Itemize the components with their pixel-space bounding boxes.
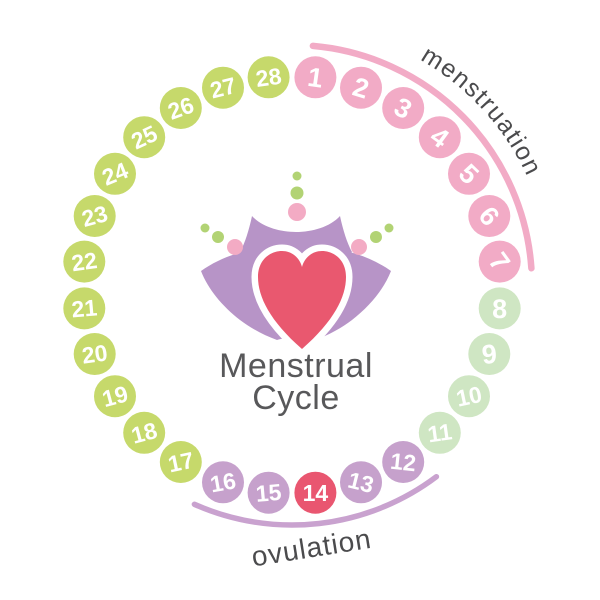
day-circle-12 bbox=[382, 441, 425, 483]
decor-dot-top-pink bbox=[288, 203, 306, 221]
day-25: 25 bbox=[123, 116, 166, 159]
day-12: 12 bbox=[382, 441, 425, 483]
day-5: 5 bbox=[448, 152, 490, 195]
day-number-11: 11 bbox=[426, 418, 454, 447]
day-number-9: 9 bbox=[481, 339, 499, 370]
day-circle-27 bbox=[202, 66, 244, 109]
day-circle-28 bbox=[247, 56, 290, 99]
day-22: 22 bbox=[63, 240, 106, 283]
day-circle-15 bbox=[247, 471, 290, 514]
day-10: 10 bbox=[448, 375, 490, 418]
day-circle-21 bbox=[63, 287, 106, 330]
day-circle-17 bbox=[159, 441, 202, 483]
day-circle-5 bbox=[448, 152, 490, 195]
day-circle-26 bbox=[159, 87, 202, 129]
day-circle-11 bbox=[418, 411, 461, 454]
day-14: 14 bbox=[294, 471, 337, 514]
day-circle-14 bbox=[294, 471, 337, 514]
day-8: 8 bbox=[478, 287, 521, 330]
day-circle-8 bbox=[478, 287, 521, 330]
day-7: 7 bbox=[478, 240, 521, 283]
page-title-line2: Cycle bbox=[252, 379, 340, 417]
day-23: 23 bbox=[73, 195, 116, 237]
ovulation-arc bbox=[191, 473, 440, 528]
day-circle-24 bbox=[94, 152, 136, 195]
decor-dot-left-pink bbox=[227, 239, 243, 255]
day-18: 18 bbox=[123, 411, 166, 454]
day-number-1: 1 bbox=[306, 62, 325, 94]
day-1: 1 bbox=[294, 56, 337, 99]
day-circle-25 bbox=[123, 116, 166, 159]
day-number-20: 20 bbox=[80, 339, 109, 368]
day-number-16: 16 bbox=[208, 467, 238, 497]
day-number-8: 8 bbox=[492, 294, 507, 324]
day-circle-19 bbox=[94, 375, 136, 418]
day-circle-2 bbox=[340, 66, 382, 109]
day-circle-20 bbox=[73, 333, 116, 375]
day-number-13: 13 bbox=[345, 467, 376, 498]
day-circle-16 bbox=[202, 461, 244, 504]
day-20: 20 bbox=[73, 333, 116, 375]
ovulation-label: ovulation bbox=[249, 523, 373, 573]
day-circle-4 bbox=[418, 116, 461, 159]
day-number-15: 15 bbox=[255, 479, 283, 507]
day-13: 13 bbox=[340, 461, 382, 504]
decor-dot-top-mid bbox=[290, 186, 304, 200]
day-16: 16 bbox=[202, 461, 244, 504]
day-27: 27 bbox=[202, 66, 244, 109]
day-circle-22 bbox=[63, 240, 106, 283]
day-circle-18 bbox=[123, 411, 166, 454]
day-circle-6 bbox=[468, 195, 511, 237]
day-number-14: 14 bbox=[303, 480, 329, 506]
day-26: 26 bbox=[159, 87, 202, 129]
day-number-10: 10 bbox=[454, 381, 484, 412]
day-11: 11 bbox=[418, 411, 461, 454]
day-number-28: 28 bbox=[254, 63, 283, 92]
day-number-17: 17 bbox=[166, 447, 196, 478]
day-2: 2 bbox=[340, 66, 382, 109]
page-title-line1: Menstrual bbox=[219, 347, 373, 385]
day-17: 17 bbox=[159, 441, 202, 483]
decor-dot-right-pink bbox=[351, 239, 367, 255]
day-number-12: 12 bbox=[389, 448, 417, 477]
day-circle-10 bbox=[448, 375, 490, 418]
day-circle-7 bbox=[478, 240, 521, 283]
day-9: 9 bbox=[468, 333, 511, 375]
day-19: 19 bbox=[94, 375, 136, 418]
day-circle-3 bbox=[382, 87, 425, 129]
day-number-22: 22 bbox=[70, 247, 99, 276]
day-21: 21 bbox=[63, 287, 106, 330]
decor-dot-right-small bbox=[384, 223, 394, 233]
decor-dot-top-small bbox=[292, 171, 302, 181]
day-circle-9 bbox=[468, 333, 511, 375]
day-circle-1 bbox=[294, 56, 337, 99]
decor-dot-left-mid bbox=[212, 231, 224, 243]
day-3: 3 bbox=[382, 87, 425, 129]
day-circle-23 bbox=[73, 195, 116, 237]
decor-dot-right-mid bbox=[370, 231, 382, 243]
day-6: 6 bbox=[468, 195, 511, 237]
day-number-27: 27 bbox=[207, 72, 238, 103]
day-number-21: 21 bbox=[70, 294, 98, 322]
menstruation-arc bbox=[309, 42, 535, 272]
day-15: 15 bbox=[247, 471, 290, 514]
day-28: 28 bbox=[247, 56, 290, 99]
day-circle-13 bbox=[340, 461, 382, 504]
day-24: 24 bbox=[94, 152, 136, 195]
heart-icon bbox=[258, 251, 346, 349]
day-4: 4 bbox=[418, 116, 461, 159]
logo bbox=[200, 171, 394, 356]
decor-dot-left-small bbox=[200, 223, 210, 233]
